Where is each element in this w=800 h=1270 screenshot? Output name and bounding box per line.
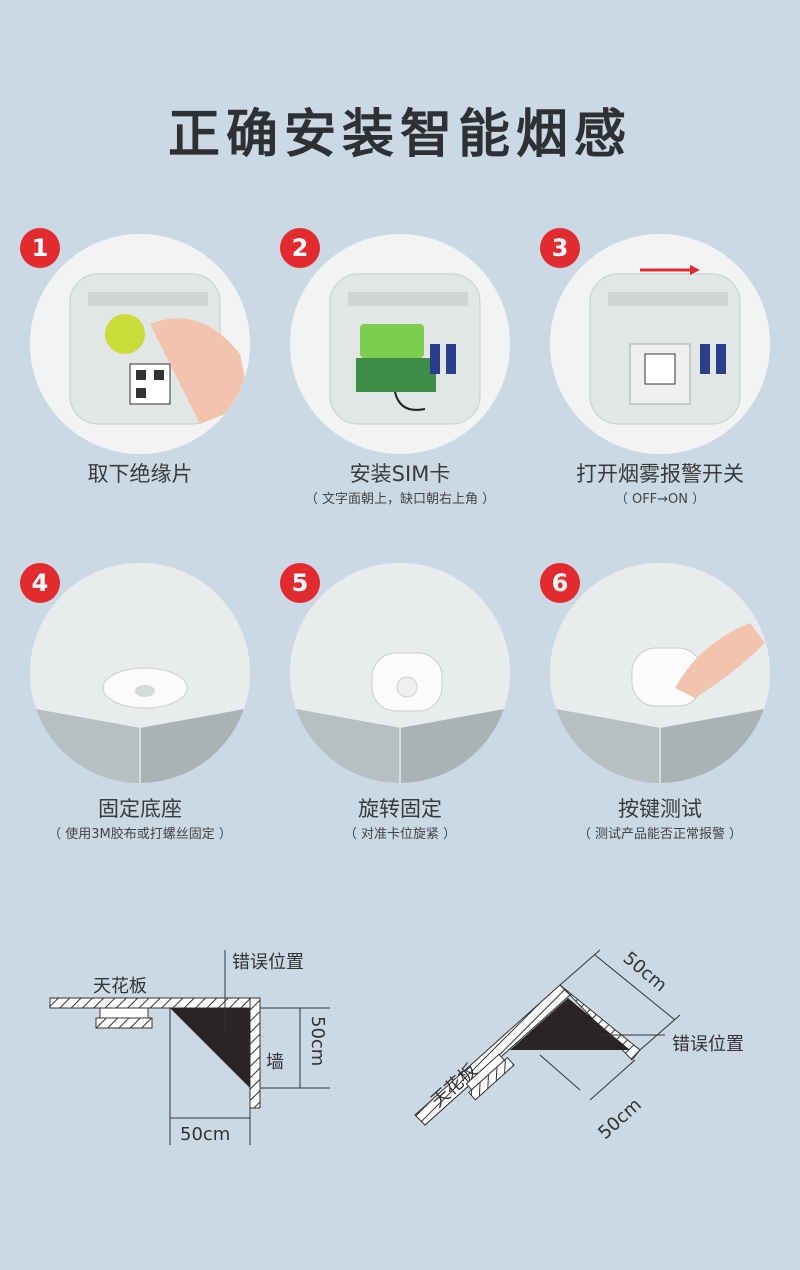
top-distance-label: 50cm [619,948,671,996]
step-4-photo [30,563,250,783]
wrong-position-label-right: 错误位置 [672,1034,744,1055]
ceiling-right-slope [559,984,641,1061]
horizontal-distance-label: 50cm [180,1124,230,1145]
installation-diagram: 天花板 错误位置 墙 50cm 50cm 天花板 错误位置 50cm 50cm [49,948,744,1145]
detector-base [99,1007,149,1019]
ceiling-bar [49,997,261,1009]
step-note: （ 使用3M胶布或打螺丝固定 ） [48,827,232,842]
step-2-photo [290,234,510,454]
step-label: 安装SIM卡 [349,462,451,486]
step-number-badge: 3 [540,228,580,268]
wrong-zone [170,1008,250,1088]
step-1-photo [30,234,250,454]
step-5-photo [290,563,510,783]
step-number-badge: 2 [280,228,320,268]
step-label: 打开烟雾报警开关 [576,462,744,486]
step-label: 取下绝缘片 [87,462,193,486]
step-6-photo [550,563,770,783]
wall-label: 墙 [266,1052,284,1073]
page-title: 正确安装智能烟感 [167,105,632,165]
step-label: 固定底座 [98,797,182,821]
step-note: （ 对准卡位旋紧 ） [343,827,457,842]
step-note: （ 文字面朝上，缺口朝右上角 ） [304,492,496,507]
step-note: （ OFF→ON ） [614,492,706,507]
detector-body [95,1017,153,1029]
step-number-badge: 1 [20,228,60,268]
wrong-zone-right [510,998,630,1050]
step-3-photo [550,234,770,454]
ceiling-label: 天花板 [93,976,147,997]
left-diagram: 天花板 错误位置 墙 50cm 50cm [49,950,330,1145]
right-diagram: 天花板 错误位置 50cm 50cm [414,948,744,1144]
vertical-distance-label: 50cm [307,1016,328,1066]
step-label: 旋转固定 [358,797,442,821]
bottom-distance-label: 50cm [594,1094,645,1143]
step-number-badge: 4 [20,563,60,603]
wall-bar [249,997,261,1109]
step-note: （ 测试产品能否正常报警 ） [577,827,743,842]
wrong-position-label: 错误位置 [232,952,304,973]
step-label: 按键测试 [618,797,702,821]
step-number-badge: 5 [280,563,320,603]
step-number-badge: 6 [540,563,580,603]
